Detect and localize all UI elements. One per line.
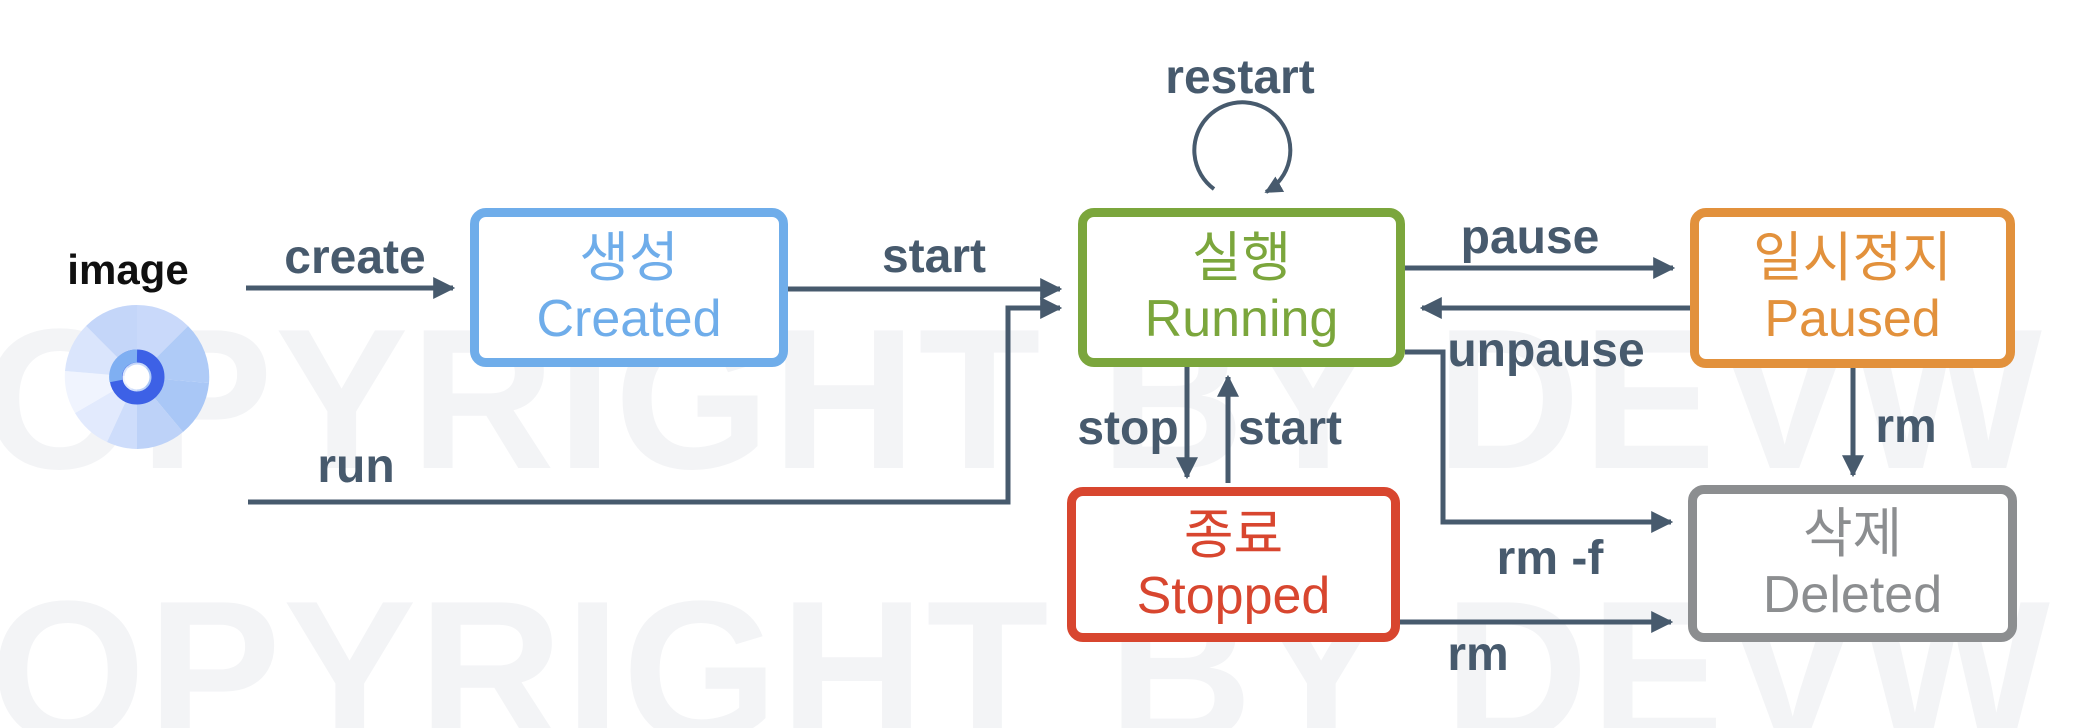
state-paused-korean: 일시정지 [1753,228,1952,288]
state-stopped-korean: 종료 [1183,504,1284,565]
state-box-stopped: 종료 Stopped [1067,487,1400,642]
state-stopped-english: Stopped [1136,566,1331,625]
image-node-label: image [67,246,189,293]
edge-label-restart: restart [1165,51,1315,104]
state-box-running: 실행 Running [1078,208,1405,367]
edge-label-run: run [317,440,395,493]
edge-label-pause: pause [1460,211,1600,264]
edge-label-start-stopped: start [1237,402,1343,455]
edge-restart-loop [1192,100,1293,194]
edge-label-stop: stop [1077,402,1179,455]
edge-label-rm-paused: rm [1875,400,1937,453]
state-box-deleted: 삭제 Deleted [1688,485,2017,642]
edge-label-start-created: start [881,230,987,283]
state-box-created: 생성 Created [470,208,788,367]
edge-label-unpause: unpause [1447,324,1645,377]
edge-label-create: create [284,231,426,284]
state-deleted-korean: 삭제 [1802,503,1903,564]
edge-label-rm-stopped: rm [1447,628,1509,681]
state-running-english: Running [1144,289,1339,348]
edge-rm-force [1405,349,1674,534]
state-deleted-english: Deleted [1762,565,1943,624]
state-created-english: Created [536,289,722,348]
edge-run [248,296,1063,505]
edge-label-rm-force: rm -f [1496,532,1604,585]
state-box-paused: 일시정지 Paused [1690,208,2015,368]
disc-icon [64,304,210,449]
state-running-korean: 실행 [1191,227,1292,288]
state-paused-english: Paused [1764,290,1941,348]
state-created-korean: 생성 [579,227,679,288]
